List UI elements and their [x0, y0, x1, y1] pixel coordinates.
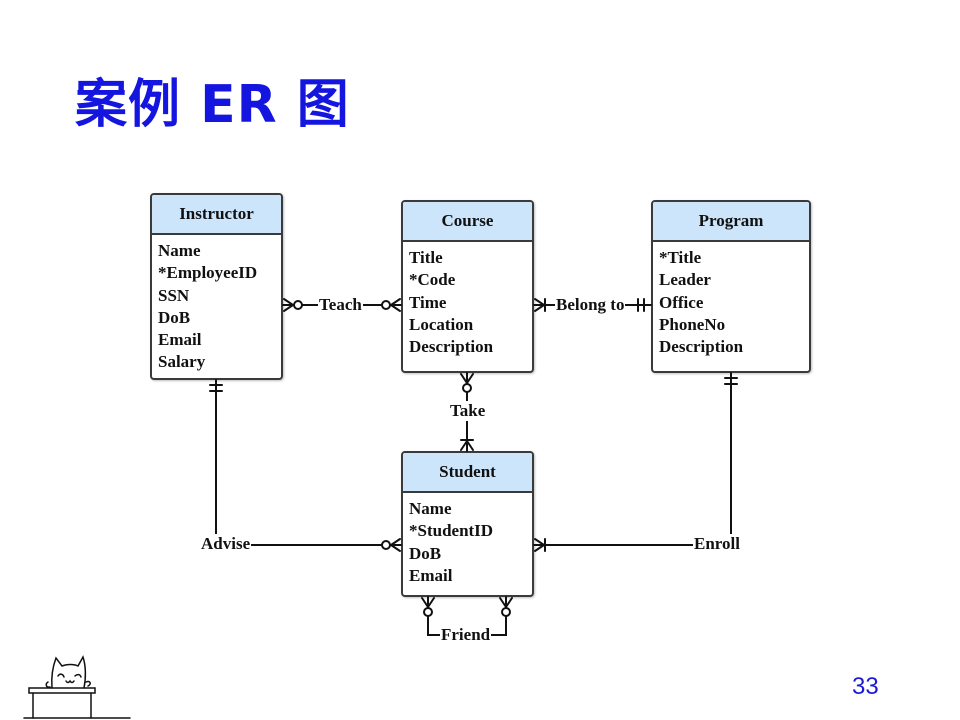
entity-program: Program *Title Leader Office PhoneNo Des…: [651, 200, 811, 373]
one-or-many-marker: [534, 298, 546, 312]
zero-or-many-marker: [381, 298, 401, 312]
exactly-one-marker: [637, 298, 645, 312]
attribute: Email: [158, 330, 202, 350]
entity-program-header: Program: [653, 202, 809, 242]
slide-title: 案例 ER 图: [75, 75, 350, 135]
zero-or-many-marker: [499, 597, 513, 617]
zero-or-many-marker: [421, 597, 435, 617]
relationship-label-advise: Advise: [200, 534, 252, 554]
attribute: Office: [659, 292, 704, 312]
enroll-connector: [533, 372, 738, 552]
attribute: SSN: [158, 285, 190, 305]
exactly-one-marker: [724, 377, 738, 385]
attribute: Time: [409, 292, 447, 312]
attribute: DoB: [409, 543, 442, 563]
relationship-label-belong-to: Belong to: [555, 295, 626, 315]
page-number: 33: [852, 673, 879, 700]
entity-instructor-header: Instructor: [152, 195, 281, 235]
one-or-many-marker: [460, 439, 474, 451]
attribute: *EmployeeID: [158, 263, 258, 283]
attribute: Leader: [659, 270, 711, 290]
attribute: DoB: [158, 307, 191, 327]
attribute: Description: [409, 337, 494, 357]
attribute: Title: [409, 248, 443, 267]
relationship-label-friend: Friend: [440, 625, 492, 645]
zero-or-many-marker: [460, 373, 474, 393]
entity-student: Student Name *StudentID DoB Email: [401, 451, 534, 597]
attribute: *StudentID: [409, 521, 494, 541]
entity-student-attributes: Name *StudentID DoB Email: [403, 493, 532, 587]
zero-or-many-marker: [283, 298, 303, 312]
attribute: *Title: [659, 248, 702, 267]
entity-instructor: Instructor Name *EmployeeID SSN DoB Emai…: [150, 193, 283, 380]
cat-mascot-doodle: [23, 655, 131, 719]
entity-instructor-attributes: Name *EmployeeID SSN DoB Email Salary: [152, 235, 281, 374]
relationship-label-take: Take: [449, 401, 487, 421]
relationship-label-enroll: Enroll: [693, 534, 741, 554]
attribute: Email: [409, 565, 453, 585]
relationship-label-teach: Teach: [318, 295, 363, 315]
attribute: Name: [409, 499, 452, 518]
attribute: *Code: [409, 270, 456, 290]
attribute: Salary: [158, 352, 206, 372]
attribute: Description: [659, 337, 744, 357]
attribute: Location: [409, 314, 474, 334]
entity-course: Course Title *Code Time Location Descrip…: [401, 200, 534, 373]
entity-course-header: Course: [403, 202, 532, 242]
zero-or-many-marker: [381, 538, 401, 552]
exactly-one-marker: [209, 384, 223, 392]
attribute: Name: [158, 241, 201, 260]
entity-course-attributes: Title *Code Time Location Description: [403, 242, 532, 358]
advise-connector: [209, 379, 402, 552]
teach-connector: [282, 298, 402, 312]
attribute: PhoneNo: [659, 314, 726, 334]
entity-program-attributes: *Title Leader Office PhoneNo Description: [653, 242, 809, 358]
entity-student-header: Student: [403, 453, 532, 493]
one-or-many-marker: [534, 538, 546, 552]
